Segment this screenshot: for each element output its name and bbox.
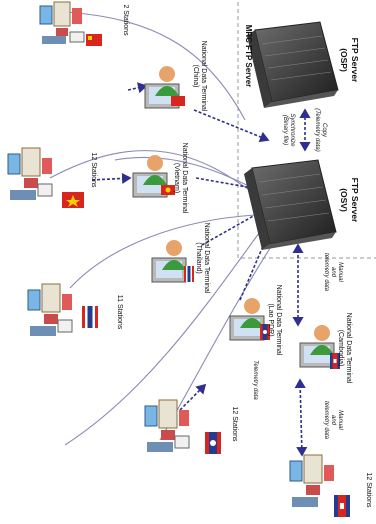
osv-server-title: FTP Server (350, 178, 360, 223)
osv-server-sub: (OSV) (339, 188, 349, 212)
station-count-cambodia: 12 Stations (365, 472, 372, 508)
mrc-server-boundary (237, 2, 376, 259)
station-group-vietnam (7, 147, 84, 208)
link-vietnam-osv (49, 150, 263, 201)
synchronize-sub-label: (Binary file) (282, 115, 288, 145)
manual-bottom-line2: and (330, 415, 336, 426)
terminal-country-thailand: (Thailand) (195, 242, 202, 274)
terminal-label-cambodia: National Data Terminal (345, 313, 352, 384)
manual-top-line1: Manual (337, 262, 343, 282)
telemetry-label: Telemetry data (252, 360, 258, 400)
terminal-label-china: National Data Terminal (200, 41, 207, 112)
station-count-china: 2 Stations (122, 4, 129, 36)
ftp-server-osp (247, 21, 339, 108)
arrow-laos-telemetry (179, 383, 207, 411)
arrow-vietnam-stations-terminal (91, 172, 132, 185)
link-china-osp (64, 11, 246, 121)
terminal-label-laos: National Data Terminal (275, 285, 282, 356)
synchronize-label: Synchronize (289, 113, 295, 147)
manual-bottom-line1: Manual (337, 410, 343, 430)
manual-top-line3: telemetry data (323, 253, 329, 292)
station-group-cambodia (289, 454, 350, 517)
station-count-thailand: 11 Stations (116, 295, 123, 330)
mrc-server-title: MRC FTP Server (244, 25, 253, 88)
station-group-laos (144, 399, 221, 454)
copy-label: Copy (321, 123, 327, 138)
terminal-country-laos: (Lao PDR) (267, 303, 274, 336)
link-laos-osv (64, 217, 271, 446)
copy-sub-label: (Telemetry data) (314, 108, 320, 151)
arrow-china-terminal-server (193, 109, 270, 143)
terminal-laos (229, 298, 270, 341)
terminal-cambodia (299, 325, 340, 369)
station-group-thailand (27, 283, 98, 336)
terminal-vietnam (132, 155, 175, 198)
terminal-country-cambodia: (Cambodia) (337, 330, 344, 367)
manual-top-line2: and (330, 267, 336, 278)
terminal-label-thailand: National Data Terminal (203, 223, 210, 294)
ftp-server-osv (244, 159, 337, 250)
station-count-vietnam: 12 Stations (90, 152, 97, 188)
station-count-laos: 12 Stations (231, 406, 238, 442)
terminal-china (144, 66, 185, 109)
arrow-thailand-terminal-server (201, 209, 266, 246)
arrow-cambodia-stations (294, 378, 308, 457)
osp-server-title: FTP Server (350, 38, 360, 83)
terminal-country-china: (China) (192, 65, 199, 88)
terminal-thailand (151, 240, 194, 283)
arrow-china-stations-terminal (127, 82, 148, 94)
terminal-country-vietnam: (Vietnam) (173, 163, 180, 193)
manual-bottom-line3: telemetry data (323, 401, 329, 440)
osp-server-sub: (OSP) (339, 48, 349, 72)
station-links (49, 11, 286, 446)
link-thailand-osv (69, 214, 256, 289)
station-group-china (39, 1, 102, 46)
terminal-label-vietnam: National Data Terminal (181, 143, 188, 214)
